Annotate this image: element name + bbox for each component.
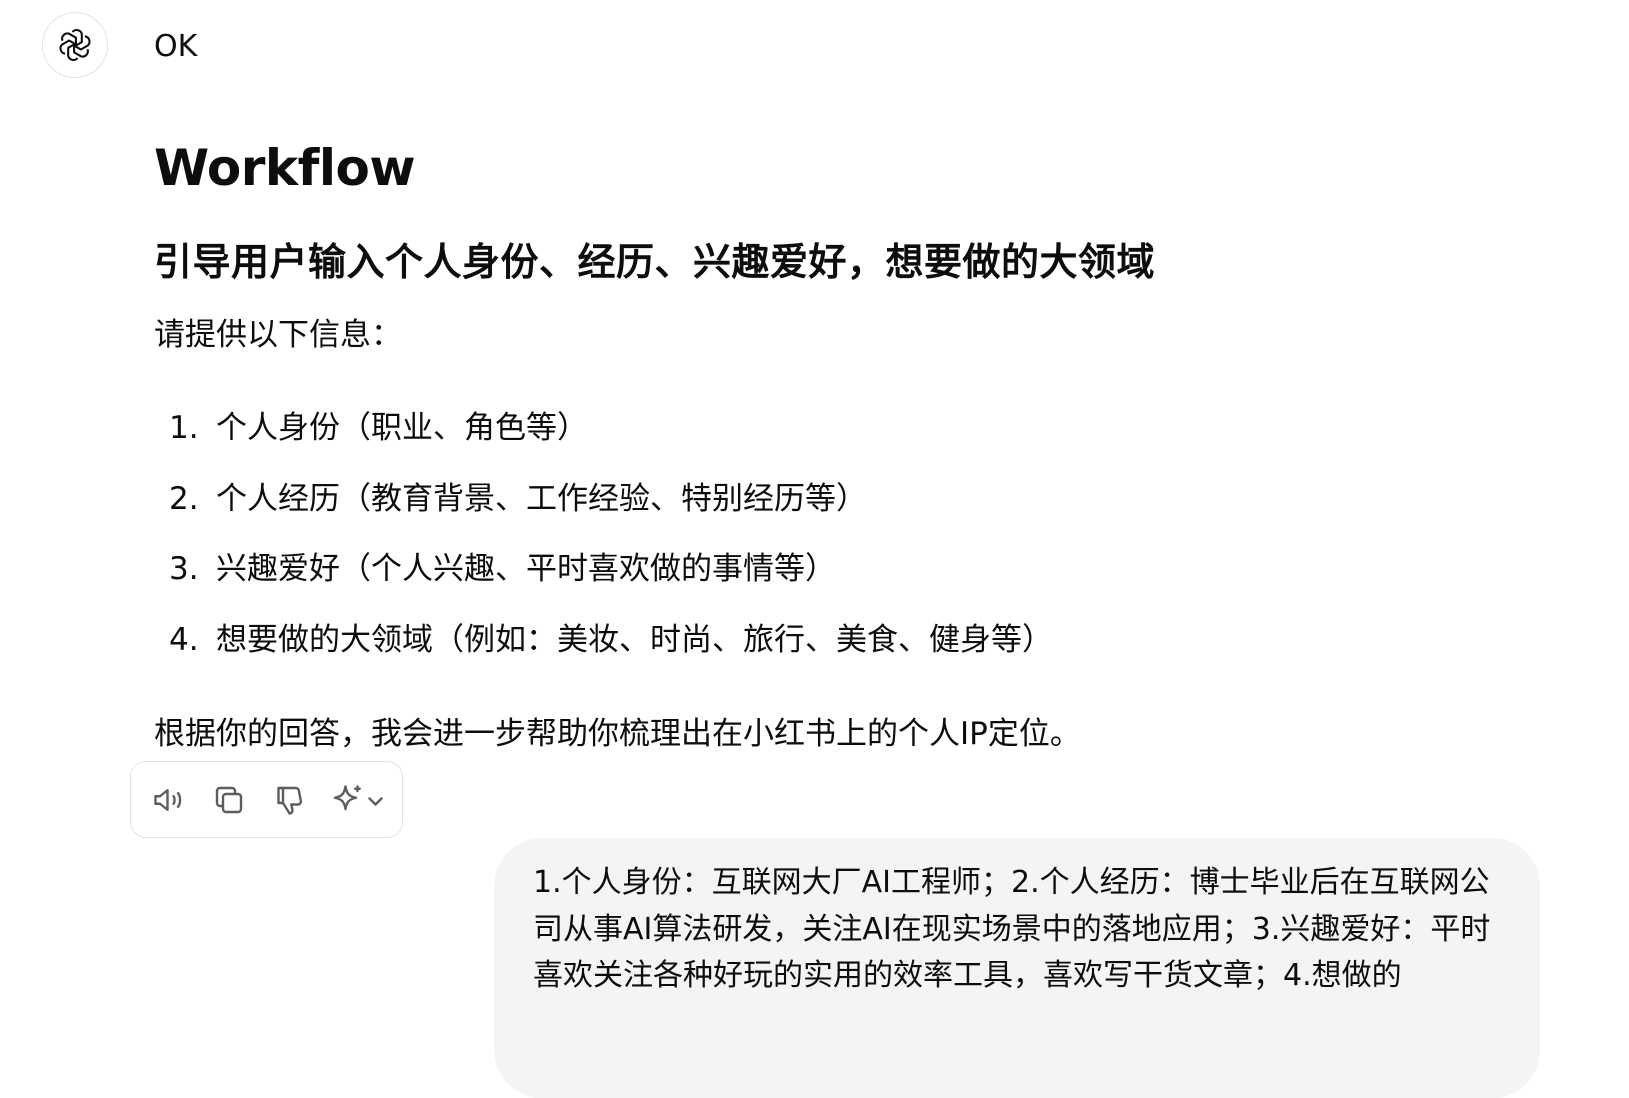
thumbs-down-button[interactable] <box>269 780 309 820</box>
list-number: 4. <box>169 621 199 658</box>
copy-button[interactable] <box>209 780 249 820</box>
list-text: 兴趣爱好（个人兴趣、平时喜欢做的事情等） <box>216 551 836 587</box>
chevron-down-icon <box>368 796 383 806</box>
assistant-avatar <box>42 12 108 78</box>
intro-text: 请提供以下信息： <box>154 317 402 353</box>
thumbs-down-icon <box>277 786 303 815</box>
copy-icon <box>215 786 243 813</box>
list-item: 1. 个人身份（职业、角色等） <box>154 406 1053 477</box>
switch-model-button[interactable] <box>329 780 389 820</box>
speaker-icon <box>154 788 182 811</box>
list-text: 想要做的大领域（例如：美妆、时尚、旅行、美食、健身等） <box>216 621 1053 658</box>
workflow-heading: Workflow <box>154 139 416 197</box>
user-message-bubble: 1.个人身份：互联网大厂AI工程师；2.个人经历：博士毕业后在互联网公司从事AI… <box>494 838 1540 1098</box>
user-message-text: 1.个人身份：互联网大厂AI工程师；2.个人经历：博士毕业后在互联网公司从事AI… <box>533 865 1491 993</box>
list-number: 2. <box>169 480 199 517</box>
list-text: 个人身份（职业、角色等） <box>216 410 588 446</box>
info-list: 1. 个人身份（职业、角色等） 2. 个人经历（教育背景、工作经验、特别经历等） 3… <box>154 406 1053 688</box>
openai-logo-icon <box>59 29 91 61</box>
workflow-subheading: 引导用户输入个人身份、经历、兴趣爱好，想要做的大领域 <box>154 240 1156 284</box>
outro-text: 根据你的回答，我会进一步帮助你梳理出在小红书上的个人IP定位。 <box>154 716 1081 752</box>
list-text: 个人经历（教育背景、工作经验、特别经历等） <box>216 480 867 517</box>
sparkle-icon <box>333 784 361 810</box>
list-number: 1. <box>169 410 199 446</box>
list-item: 2. 个人经历（教育背景、工作经验、特别经历等） <box>154 477 1053 548</box>
list-number: 3. <box>169 551 199 587</box>
read-aloud-button[interactable] <box>149 780 189 820</box>
list-item: 3. 兴趣爱好（个人兴趣、平时喜欢做的事情等） <box>154 547 1053 618</box>
message-actions-bar <box>130 761 403 838</box>
list-item: 4. 想要做的大领域（例如：美妆、时尚、旅行、美食、健身等） <box>154 618 1053 689</box>
assistant-first-line: OK <box>154 29 198 64</box>
